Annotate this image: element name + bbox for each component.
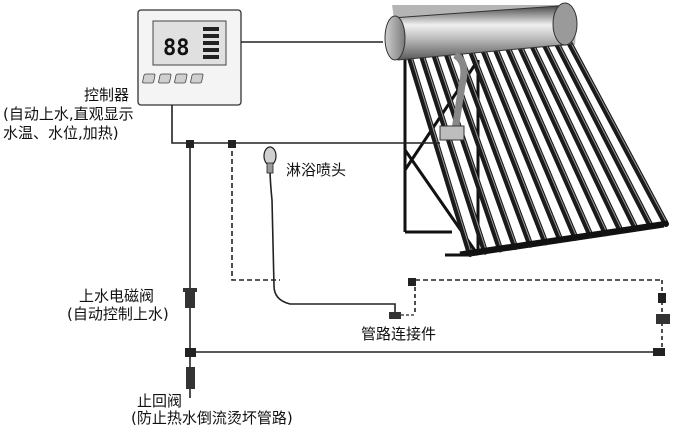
tank-outlet-fitting (440, 126, 464, 140)
controller-button (190, 74, 203, 83)
controller-digits: 88 (163, 36, 190, 61)
check-valve (185, 348, 196, 389)
inlet-valve-title: 上水电磁阀 (79, 287, 154, 306)
outlet-junction (408, 278, 416, 286)
level-bar (203, 34, 219, 38)
controller-unit: 88 (138, 10, 241, 105)
inlet-solenoid-valve (183, 288, 197, 308)
level-bar (203, 27, 219, 31)
inlet-valve-note: (自动控制上水) (67, 305, 169, 324)
level-bar (203, 55, 219, 59)
level-bar (203, 41, 219, 45)
solar-heater (385, 3, 668, 255)
shower-head (264, 147, 276, 173)
vacuum-tubes (410, 44, 668, 254)
level-bar (203, 48, 219, 52)
tank-end-cap (385, 16, 405, 60)
controller-button (174, 74, 187, 83)
controller-desc-line2: 水温、水位,加热) (3, 124, 119, 143)
controller-title: 控制器 (84, 86, 129, 105)
controller-desc-line1: (自动上水,直观显示 (3, 105, 134, 124)
valve-junction-top (186, 140, 236, 148)
vacuum-tube (435, 56, 501, 250)
pipe-connector-label: 管路连接件 (361, 325, 436, 344)
controller-button (142, 74, 155, 83)
check-valve-note: (防止热水倒流烫坏管路) (131, 409, 293, 428)
shower-label: 淋浴喷头 (286, 161, 346, 180)
pipe-network (172, 42, 662, 398)
controller-button (158, 74, 171, 83)
